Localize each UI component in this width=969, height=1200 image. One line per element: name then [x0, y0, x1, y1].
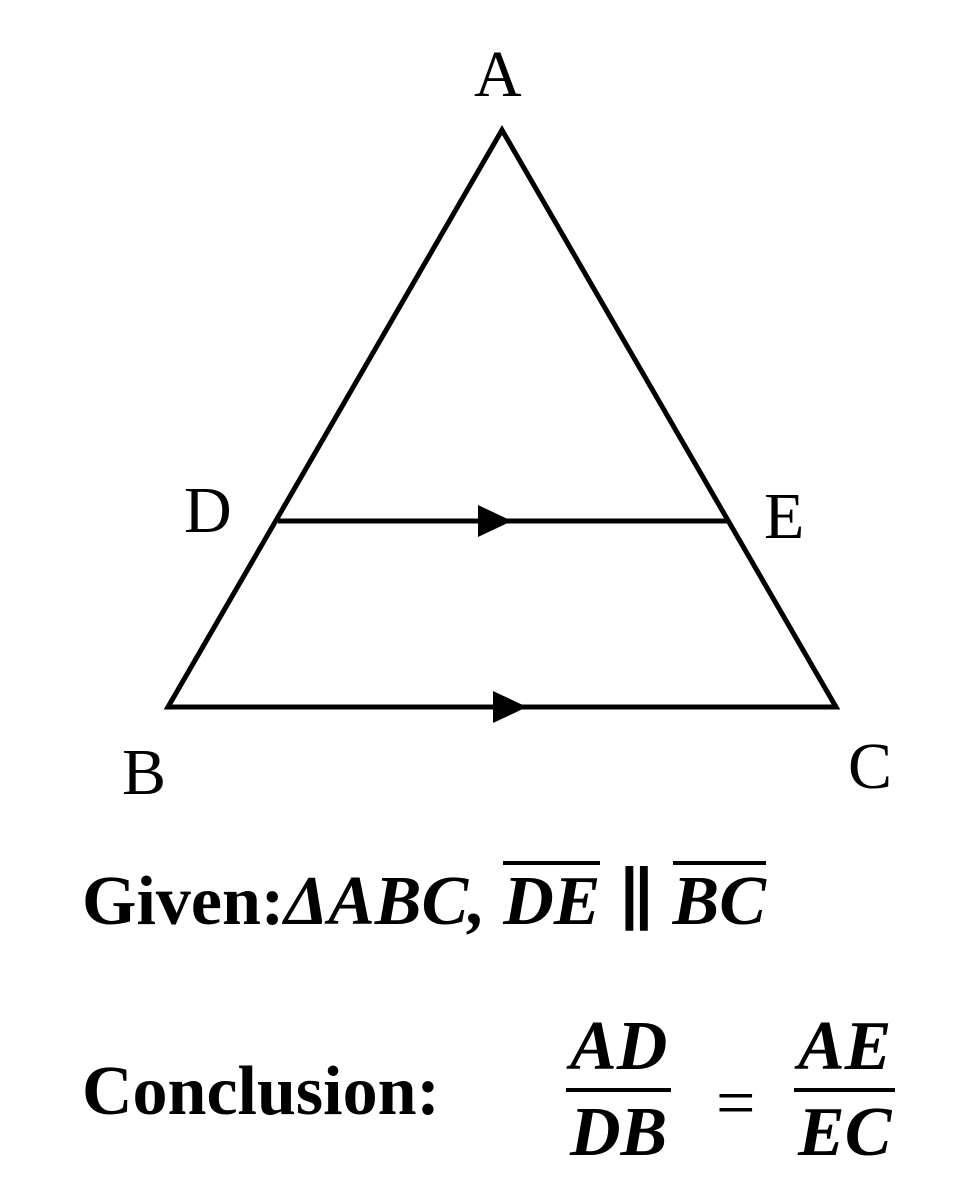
- given-segment-de: DE: [503, 861, 601, 940]
- given-segment-bc: BC: [672, 861, 766, 940]
- equals-sign: =: [716, 1065, 756, 1142]
- given-triangle: ΔABC,: [284, 863, 486, 940]
- triangle-abc: [163, 125, 841, 710]
- label-d: D: [184, 474, 232, 547]
- label-b: B: [122, 736, 167, 809]
- given-statement: Given:ΔABC, DE ∥ BC: [82, 858, 766, 942]
- conclusion-label: Conclusion:: [82, 1053, 440, 1130]
- parallel-arrow-bc: [493, 691, 527, 723]
- numerator-ae: AE: [794, 1012, 896, 1092]
- denominator-db: DB: [570, 1094, 668, 1171]
- numerator-ad: AD: [566, 1012, 672, 1092]
- denominator-ec: EC: [798, 1094, 892, 1171]
- label-a: A: [474, 38, 522, 111]
- label-c: C: [848, 730, 893, 803]
- label-e: E: [764, 480, 805, 553]
- fraction-ae-ec: AE EC: [794, 1012, 896, 1171]
- fraction-ad-db: AD DB: [566, 1012, 672, 1171]
- given-label: Given:: [82, 863, 285, 940]
- parallel-arrow-de: [478, 505, 512, 537]
- parallel-symbol: ∥: [617, 863, 655, 940]
